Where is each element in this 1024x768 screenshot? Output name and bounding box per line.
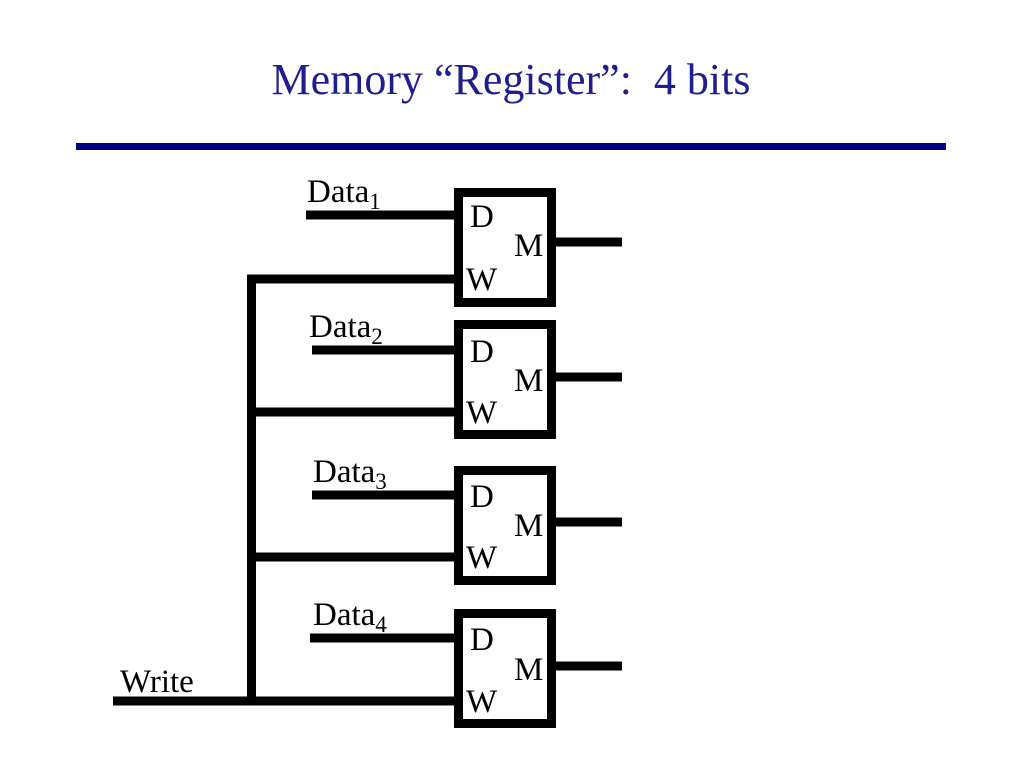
port-w-label: W [466,684,498,720]
data-label-base: Data [309,309,372,345]
port-d-label: D [470,479,494,515]
memory-cell-2: Data2 D M W [247,309,622,439]
data-input-label: Data2 [309,309,383,349]
memory-cell-box [454,466,556,585]
memory-cell-1: Data1 D M W [247,174,622,307]
data-label-base: Data [307,174,370,210]
port-w-label: W [466,395,498,431]
port-d-label: D [470,199,494,235]
port-m-label: M [514,508,543,544]
memory-cell-4: Data4 D M W [310,597,622,728]
port-d-label: D [470,334,494,370]
data-label-subscript: 4 [375,612,387,637]
write-label: Write [120,664,194,700]
slide-title: Memory “Register”: 4 bits [271,55,750,104]
port-w-label: W [466,540,498,576]
data-label-subscript: 1 [369,189,381,214]
port-d-label: D [470,622,494,658]
data-input-label: Data3 [313,454,387,494]
memory-cell-box [454,609,556,728]
data-input-label: Data4 [313,597,387,637]
port-m-label: M [514,228,543,264]
port-m-label: M [514,652,543,688]
port-w-label: W [466,262,498,298]
memory-cell-box [454,320,556,439]
data-label-base: Data [313,454,376,490]
memory-cell-3: Data3 D M W [247,454,622,585]
port-m-label: M [514,363,543,399]
memory-cell-box [454,188,556,307]
data-label-base: Data [313,597,376,633]
data-label-subscript: 3 [375,469,387,494]
data-label-subscript: 2 [371,324,383,349]
data-input-label: Data1 [307,174,381,214]
title-rule [76,143,946,150]
